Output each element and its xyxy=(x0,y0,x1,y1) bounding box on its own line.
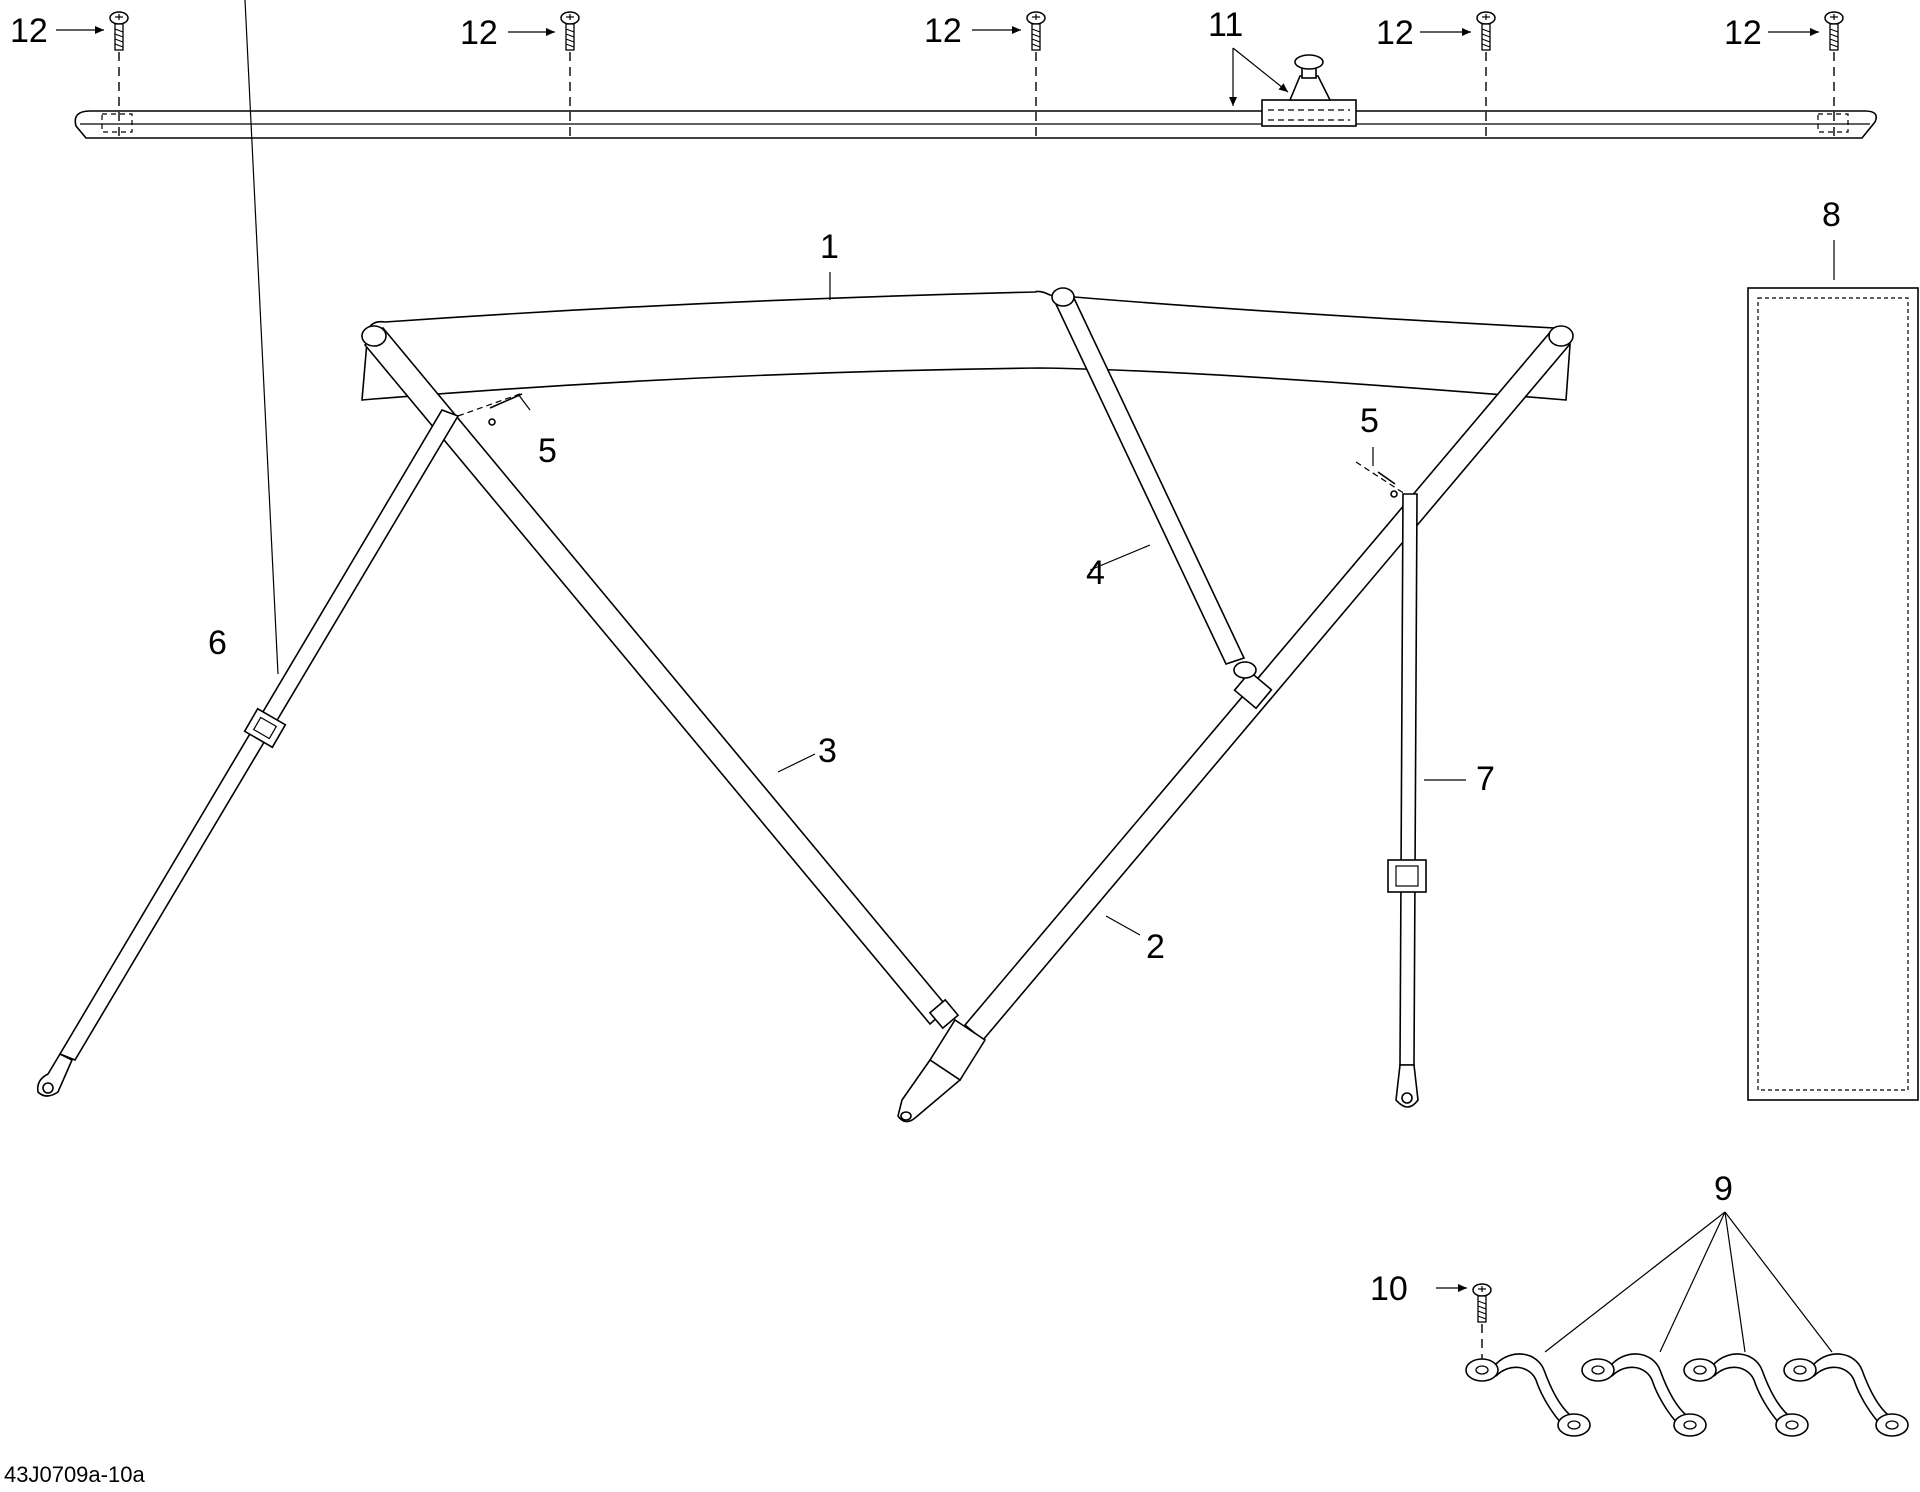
callout-12-e: 12 xyxy=(1724,14,1762,52)
callout-9: 9 xyxy=(1714,1170,1733,1208)
callout-5-right: 5 xyxy=(1360,402,1379,440)
screw-12-c xyxy=(1026,11,1046,142)
tube-2 xyxy=(897,325,1574,1123)
screw-12-b xyxy=(560,11,580,142)
callout-11: 11 xyxy=(1208,6,1243,44)
callout-4: 4 xyxy=(1086,554,1105,592)
screw-12-e xyxy=(1824,11,1844,142)
canopy-1 xyxy=(361,290,1571,401)
pin-5-left xyxy=(457,393,523,426)
callout-5-left: 5 xyxy=(538,432,557,470)
callout-7: 7 xyxy=(1476,760,1495,798)
tube-4 xyxy=(1051,287,1257,679)
leader-lines xyxy=(244,0,1835,1353)
storage-bag-8 xyxy=(1747,287,1919,1101)
deck-fitting-11 xyxy=(1261,54,1357,127)
strap-6 xyxy=(36,409,460,1097)
leaders-11 xyxy=(1229,47,1289,106)
pin-5-right xyxy=(1355,461,1406,498)
leaders-12 xyxy=(56,26,1819,36)
callout-12-b: 12 xyxy=(460,14,498,52)
clips-9 xyxy=(1465,1353,1909,1437)
callout-6: 6 xyxy=(208,624,227,662)
callout-1: 1 xyxy=(820,228,839,266)
callout-12-d: 12 xyxy=(1376,14,1414,52)
callout-3: 3 xyxy=(818,732,837,770)
screw-12-a xyxy=(109,11,129,142)
figure-code: 43J0709a-10a xyxy=(4,1462,145,1487)
screw-12-d xyxy=(1476,11,1496,142)
callout-12-c: 12 xyxy=(924,12,962,50)
callout-8: 8 xyxy=(1822,196,1841,234)
callout-12-a: 12 xyxy=(10,12,48,50)
tube-3 xyxy=(361,325,960,1030)
callout-10: 10 xyxy=(1370,1270,1408,1308)
strap-7 xyxy=(1387,493,1427,1108)
callout-2: 2 xyxy=(1146,928,1165,966)
top-rail xyxy=(74,110,1878,139)
screw-10 xyxy=(1472,1283,1492,1362)
